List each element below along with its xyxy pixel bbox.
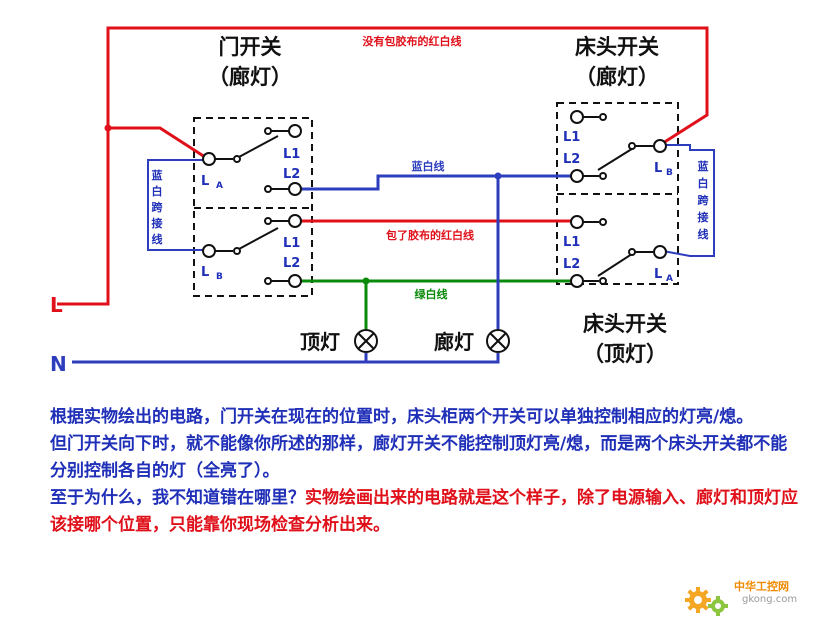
door-switch-title: 门开关 xyxy=(219,35,282,59)
bed-switch-ceiling-title: 床头开关 xyxy=(583,312,667,336)
label-blue-white: 蓝白线 xyxy=(412,159,445,173)
junction-red xyxy=(104,124,112,132)
paragraph-2: 但门开关向下时，就不能像你所述的那样，廊灯开关不能控制顶灯亮/熄，而是两个床头开… xyxy=(50,434,788,481)
svg-text:线: 线 xyxy=(698,227,709,241)
bed-lower-L1: L1 xyxy=(563,235,580,250)
svg-text:跨: 跨 xyxy=(152,200,164,214)
bed-lower-L2: L2 xyxy=(563,257,580,272)
bed-upper-sub: B xyxy=(666,168,673,178)
jumper-right-label: 蓝 白 跨 接 线 xyxy=(698,159,710,241)
jumper-right-wire xyxy=(662,144,715,257)
description-text: 根据实物绘出的电路，门开关在现在的位置时，床头柜两个开关可以单独控制相应的灯亮/… xyxy=(14,404,804,539)
svg-text:白: 白 xyxy=(152,184,163,198)
door-lower-L1: L1 xyxy=(283,236,300,251)
bed-switch-box xyxy=(556,102,679,285)
paragraph-3-question: 至于为什么，我不知道错在哪里？ xyxy=(50,488,305,508)
bed-switch-upper xyxy=(570,110,667,183)
label-red-sheathed: 包了胶布的红白线 xyxy=(385,228,474,242)
svg-text:线: 线 xyxy=(152,232,163,246)
label-red-unsheathed: 没有包胶布的红白线 xyxy=(363,34,462,48)
switch-boxes xyxy=(193,102,679,297)
bed-lower-sub: A xyxy=(666,274,673,284)
wire-neutral-hall xyxy=(366,353,500,364)
junction-blue xyxy=(494,172,502,180)
paragraph-1: 根据实物绘出的电路，门开关在现在的位置时，床头柜两个开关可以单独控制相应的灯亮/… xyxy=(50,407,754,427)
door-switch-lower xyxy=(202,214,302,288)
live-label: L xyxy=(50,293,63,317)
bed-switch-hall-title: 床头开关 xyxy=(575,35,659,59)
wiring-diagram: 门开关 （廊灯） 床头开关 （廊灯） 床头开关 （顶灯） xyxy=(50,26,715,376)
ceiling-lamp-icon xyxy=(354,329,378,353)
ceiling-lamp-label: 顶灯 xyxy=(300,330,340,354)
door-lower-sub: B xyxy=(216,272,223,282)
bed-upper-L: L xyxy=(654,161,662,176)
svg-text:接: 接 xyxy=(152,216,163,230)
bed-lower-L: L xyxy=(654,267,662,282)
door-upper-L1: L1 xyxy=(283,147,300,162)
door-lower-L2: L2 xyxy=(283,256,300,271)
svg-text:蓝: 蓝 xyxy=(152,168,163,182)
wire-red-unsheathed xyxy=(57,26,709,306)
watermark-logo: 中华工控网 gkong.com xyxy=(680,576,810,620)
paragraph-3: 至于为什么，我不知道错在哪里？实物绘画出来的电路就是这个样子，除了电源输入、廊灯… xyxy=(14,485,804,539)
junction-green xyxy=(362,277,370,285)
jumper-left-label: 蓝 白 跨 接 线 xyxy=(152,168,164,246)
watermark-name: 中华工控网 xyxy=(734,580,789,593)
bed-upper-L2: L2 xyxy=(563,152,580,167)
svg-text:蓝: 蓝 xyxy=(698,159,709,173)
watermark-url: gkong.com xyxy=(742,594,798,605)
door-switch-box xyxy=(193,117,313,297)
door-upper-L: L xyxy=(201,174,209,189)
svg-text:接: 接 xyxy=(698,210,709,224)
door-lower-L: L xyxy=(201,265,209,280)
jumper-left-wire xyxy=(147,159,205,251)
paragraph-3-emphasis: 实物绘画出来的电路就是这个样子，除了电源输入、廊灯和顶灯应该接哪个位置，只能靠你… xyxy=(50,488,798,535)
bed-switch-ceiling-subtitle: （顶灯） xyxy=(583,342,667,366)
door-switch-upper xyxy=(202,124,302,196)
bed-switch-lower xyxy=(570,215,667,288)
wire-neutral xyxy=(72,353,368,364)
svg-text:跨: 跨 xyxy=(698,193,710,207)
hall-lamp-label: 廊灯 xyxy=(434,330,474,354)
bed-upper-L1: L1 xyxy=(563,130,580,145)
label-green-white: 绿白线 xyxy=(415,287,448,301)
wire-blue-white xyxy=(295,174,575,191)
door-upper-L2: L2 xyxy=(283,167,300,182)
hall-lamp-icon xyxy=(486,329,510,353)
bed-switch-hall-subtitle: （廊灯） xyxy=(575,65,659,89)
wire-red-to-LA xyxy=(108,126,206,159)
door-switch-subtitle: （廊灯） xyxy=(208,65,292,89)
neutral-label: N xyxy=(50,352,67,376)
door-upper-sub: A xyxy=(216,181,223,191)
gear-icon xyxy=(685,587,728,616)
svg-text:白: 白 xyxy=(698,176,709,190)
